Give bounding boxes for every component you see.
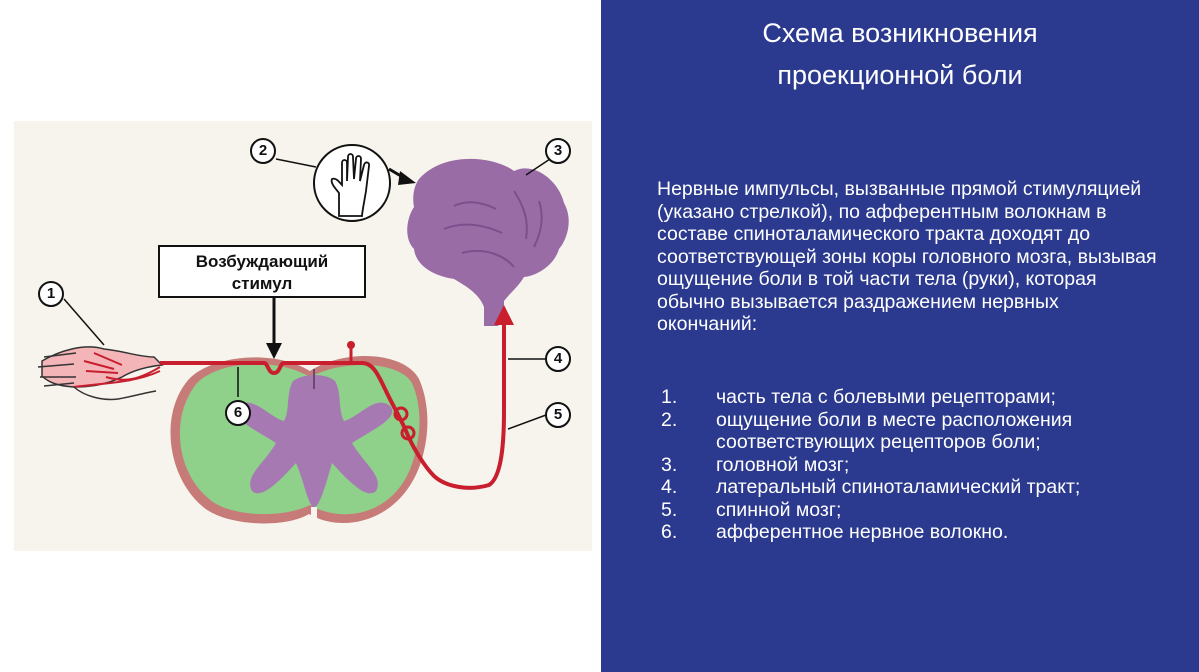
legend-number: 6. [661,521,678,543]
afferent-fiber [160,321,506,490]
legend-text: часть тела с болевыми рецепторами; [716,386,1056,408]
legend-number: 5. [661,498,678,521]
legend-text: латеральный спиноталамический тракт; [716,476,1081,498]
stimulus-label: Возбуждающий стимул [160,251,364,295]
legend-item: 5. спинной мозг; [661,499,1181,522]
pain-perception-circle [313,144,391,222]
legend-number: 2. [661,408,678,431]
right-pane: Схема возникновения проекционной боли Нер… [601,0,1199,672]
slide-title: Схема возникновения проекционной боли [601,12,1199,96]
left-pane: Возбуждающий стимул 1 2 3 4 5 6 [14,121,592,551]
legend-list: 1. часть тела с болевыми рецепторами; 2. ощ… [661,386,1181,544]
legend-text: ощущение боли в месте расположения соотв… [716,408,1073,454]
diagram-figure: Возбуждающий стимул 1 2 3 4 5 6 [14,121,592,551]
legend-item: 2. ощущение боли в месте расположения соо… [661,409,1181,454]
legend-number: 3. [661,453,678,476]
slide-title-line: проекционной боли [777,60,1023,90]
stimulus-arrow-head [266,343,282,359]
stimulus-label-line: стимул [231,274,293,293]
legend-text: спинной мозг; [716,498,842,521]
legend-item: 1. часть тела с болевыми рецепторами; [661,386,1181,409]
spinal-cord [170,356,428,529]
diagram-svg [37,144,569,529]
legend-number: 1. [661,386,678,408]
small-hand-icon [330,153,371,217]
synapse-2 [400,425,416,441]
perception-arrow-head [398,171,416,185]
legend-text: головной мозг; [716,453,850,476]
slide-title-line: Схема возникновения [762,18,1038,48]
callout-4: 4 [545,346,571,372]
synapse-1 [393,406,409,422]
callout-1: 1 [38,281,64,307]
legend-number: 4. [661,476,678,498]
brain [407,158,569,326]
legend-item: 3. головной мозг; [661,454,1181,477]
callout-3: 3 [545,138,571,164]
callout-5: 5 [545,402,571,428]
ascending-arrow-head [494,305,514,325]
stimulus-label-line: Возбуждающий [195,252,329,271]
description: Нервные импульсы, вызванные прямой стиму… [657,178,1157,335]
fiber-branch-end [347,341,355,349]
callout-2: 2 [250,138,276,164]
callout-leaders [63,158,551,430]
callout-6: 6 [225,400,251,426]
legend-item: 6. афферентное нервное волокно. [661,521,1181,544]
hand-drawing [37,346,164,401]
legend-item: 4. латеральный спиноталамический тракт; [661,476,1181,499]
legend-text: афферентное нервное волокно. [716,521,1009,543]
stimulus-label-box: Возбуждающий стимул [158,245,366,298]
